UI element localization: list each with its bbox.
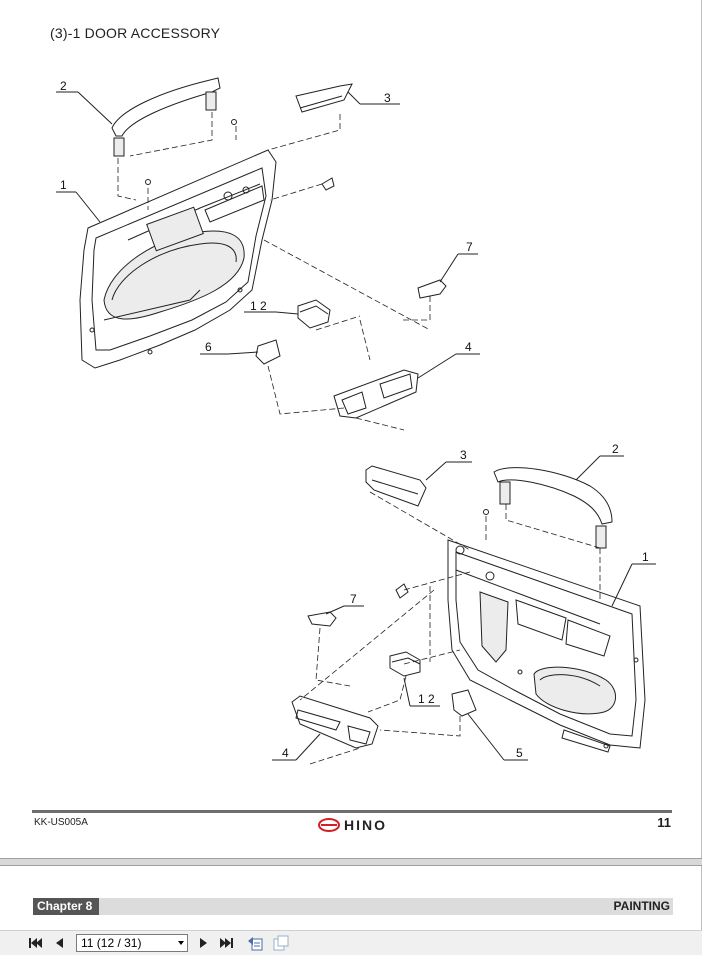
page-indicator: 11 (12 / 31) xyxy=(81,936,142,950)
callout-1-upper: 1 xyxy=(60,178,67,192)
go-back-view-icon xyxy=(248,937,263,951)
callout-12-lower: 1 2 xyxy=(418,692,435,706)
callout-7-upper: 7 xyxy=(466,240,473,254)
next-page-icon xyxy=(200,938,207,948)
first-page-icon xyxy=(29,938,42,948)
page-separator xyxy=(0,858,702,866)
last-page-icon xyxy=(220,938,233,948)
page-number: 11 xyxy=(657,815,671,830)
hino-logo-icon xyxy=(318,818,340,832)
callout-4-upper: 4 xyxy=(465,340,472,354)
callout-7-lower: 7 xyxy=(350,592,357,606)
pdf-navigation-toolbar: 11 (12 / 31) xyxy=(0,930,702,955)
last-page-button[interactable] xyxy=(218,935,236,951)
chevron-down-icon xyxy=(178,941,184,945)
door-accessory-diagram: 2 3 1 7 1 2 6 4 xyxy=(56,77,656,765)
callout-5-lower: 5 xyxy=(516,746,523,760)
first-page-button[interactable] xyxy=(26,935,44,951)
go-forward-view-button[interactable] xyxy=(272,935,290,951)
callout-3-upper: 3 xyxy=(384,91,391,105)
upper-door-assembly: 2 3 1 7 1 2 6 4 xyxy=(56,77,480,431)
document-page-11: (3)-1 DOOR ACCESSORY xyxy=(32,0,702,858)
callout-3-lower: 3 xyxy=(460,448,467,462)
next-page-button[interactable] xyxy=(194,935,212,951)
chapter-header-bar: Chapter 8 PAINTING xyxy=(33,898,673,915)
callout-4-lower: 4 xyxy=(282,746,289,760)
go-back-view-button[interactable] xyxy=(246,935,264,951)
callout-2-lower: 2 xyxy=(612,442,619,456)
callout-12-upper: 1 2 xyxy=(250,299,267,313)
logo-text: HINO xyxy=(344,817,387,833)
callout-1-lower: 1 xyxy=(642,550,649,564)
section-label: PAINTING xyxy=(613,899,670,913)
previous-page-icon xyxy=(56,938,63,948)
footer-rule xyxy=(32,810,672,813)
hino-logo: HINO xyxy=(318,816,402,834)
lower-door-assembly: 3 2 1 7 1 2 4 5 xyxy=(272,442,656,765)
callout-6-upper: 6 xyxy=(205,340,212,354)
previous-page-button[interactable] xyxy=(50,935,68,951)
go-forward-view-icon xyxy=(273,935,289,951)
document-page-12: Chapter 8 PAINTING xyxy=(0,866,702,930)
page-selector[interactable]: 11 (12 / 31) xyxy=(76,934,188,952)
section-title: (3)-1 DOOR ACCESSORY xyxy=(50,25,221,41)
chapter-label: Chapter 8 xyxy=(33,898,99,915)
document-code: KK-US005A xyxy=(34,817,88,828)
callout-2-upper: 2 xyxy=(60,79,67,93)
